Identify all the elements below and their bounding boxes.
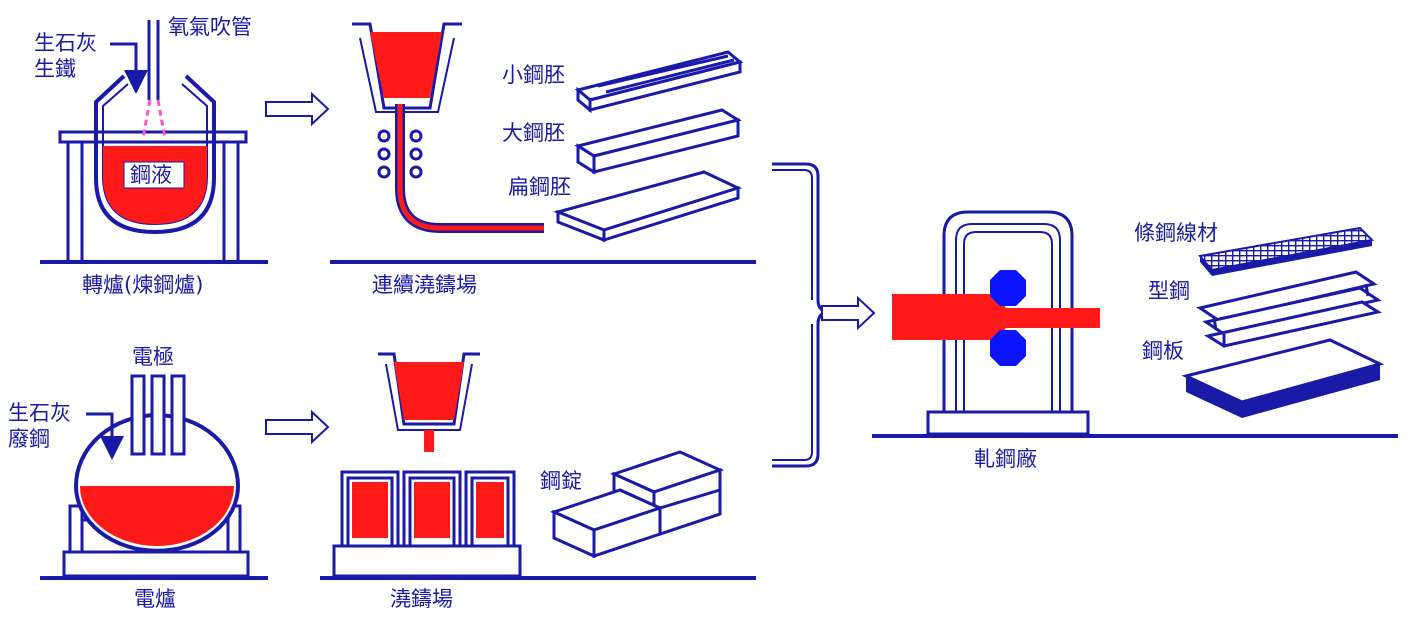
continuous-casting-group: 小鋼胚 大鋼胚 扁鋼胚 連續澆鑄場 <box>330 22 756 297</box>
mill-workpiece <box>892 294 1100 340</box>
arrow-to-rolling-mill <box>821 295 876 331</box>
small-billet-label: 小鋼胚 <box>502 63 565 87</box>
mould-base <box>332 544 522 578</box>
section-steel-label: 型鋼 <box>1148 279 1190 303</box>
converter-vessel <box>94 74 216 235</box>
mould-2-molten <box>414 482 450 538</box>
arrow-furnace-to-ingot <box>265 409 330 445</box>
lime-label-1: 生石灰 <box>34 31 97 55</box>
pouring-stream <box>424 430 434 452</box>
steel-plate <box>1181 338 1385 418</box>
slab-label: 扁鋼胚 <box>508 175 571 199</box>
converter-label: 轉爐(煉鋼爐) <box>82 273 203 297</box>
ingot-casting-group: 鋼錠 澆鑄場 <box>320 352 756 611</box>
charge-arrow <box>110 42 148 94</box>
scrap-steel-label: 廢鋼 <box>8 427 50 451</box>
large-billet <box>574 108 742 175</box>
upper-roller <box>990 270 1026 306</box>
oxygen-lance-label: 氧氣吹管 <box>168 15 252 39</box>
scrap-charge-arrow <box>86 412 124 460</box>
ingot-label: 鋼錠 <box>540 469 582 493</box>
section-steel <box>1196 270 1382 348</box>
arrow-converter-to-casting <box>265 91 330 127</box>
rolling-mill-group: 條鋼線材 型鋼 鋼板 軋鋼廠 <box>872 210 1398 471</box>
molten-steel-label: 鋼液 <box>130 163 172 187</box>
pig-iron-label: 生鐵 <box>34 57 76 81</box>
ingot-ladle-molten <box>394 362 464 420</box>
mill-base <box>926 410 1090 436</box>
rolling-mill-label: 軋鋼廠 <box>974 447 1037 471</box>
tundish <box>352 22 462 110</box>
wire-rod-label: 條鋼線材 <box>1134 221 1218 245</box>
furnace-molten-steel <box>80 486 234 546</box>
ingot-ladle <box>378 352 480 426</box>
slab <box>553 170 743 243</box>
small-billet <box>574 50 744 114</box>
mill-housing <box>942 210 1074 412</box>
tundish-molten <box>370 32 442 98</box>
electrode-1 <box>130 374 146 456</box>
electric-furnace-label: 電爐 <box>134 587 176 611</box>
converter-group: 鋼液 氧氣吹管 生石灰 生鐵 轉爐(煉鋼爐) <box>34 15 268 297</box>
lime-label-2: 生石灰 <box>8 401 71 425</box>
large-billet-label: 大鋼胚 <box>502 121 565 145</box>
continuous-casting-label: 連續澆鑄場 <box>372 273 477 297</box>
converter-beam <box>58 130 248 144</box>
furnace-base <box>62 550 250 578</box>
steel-plate-label: 鋼板 <box>1142 339 1184 363</box>
oxygen-jet <box>141 99 152 139</box>
wire-rod <box>1198 226 1375 276</box>
electric-furnace-group: 電極 生石灰 廢鋼 電爐 <box>8 345 268 611</box>
ingot-stack <box>549 450 725 559</box>
mould-3-molten <box>476 482 504 538</box>
electrode-label: 電極 <box>132 345 174 369</box>
ingot-casting-label: 澆鑄場 <box>390 587 453 611</box>
electrode-3 <box>170 374 186 456</box>
lower-roller <box>990 330 1026 366</box>
mould-1-molten <box>352 482 388 538</box>
electrode-2 <box>150 374 166 456</box>
